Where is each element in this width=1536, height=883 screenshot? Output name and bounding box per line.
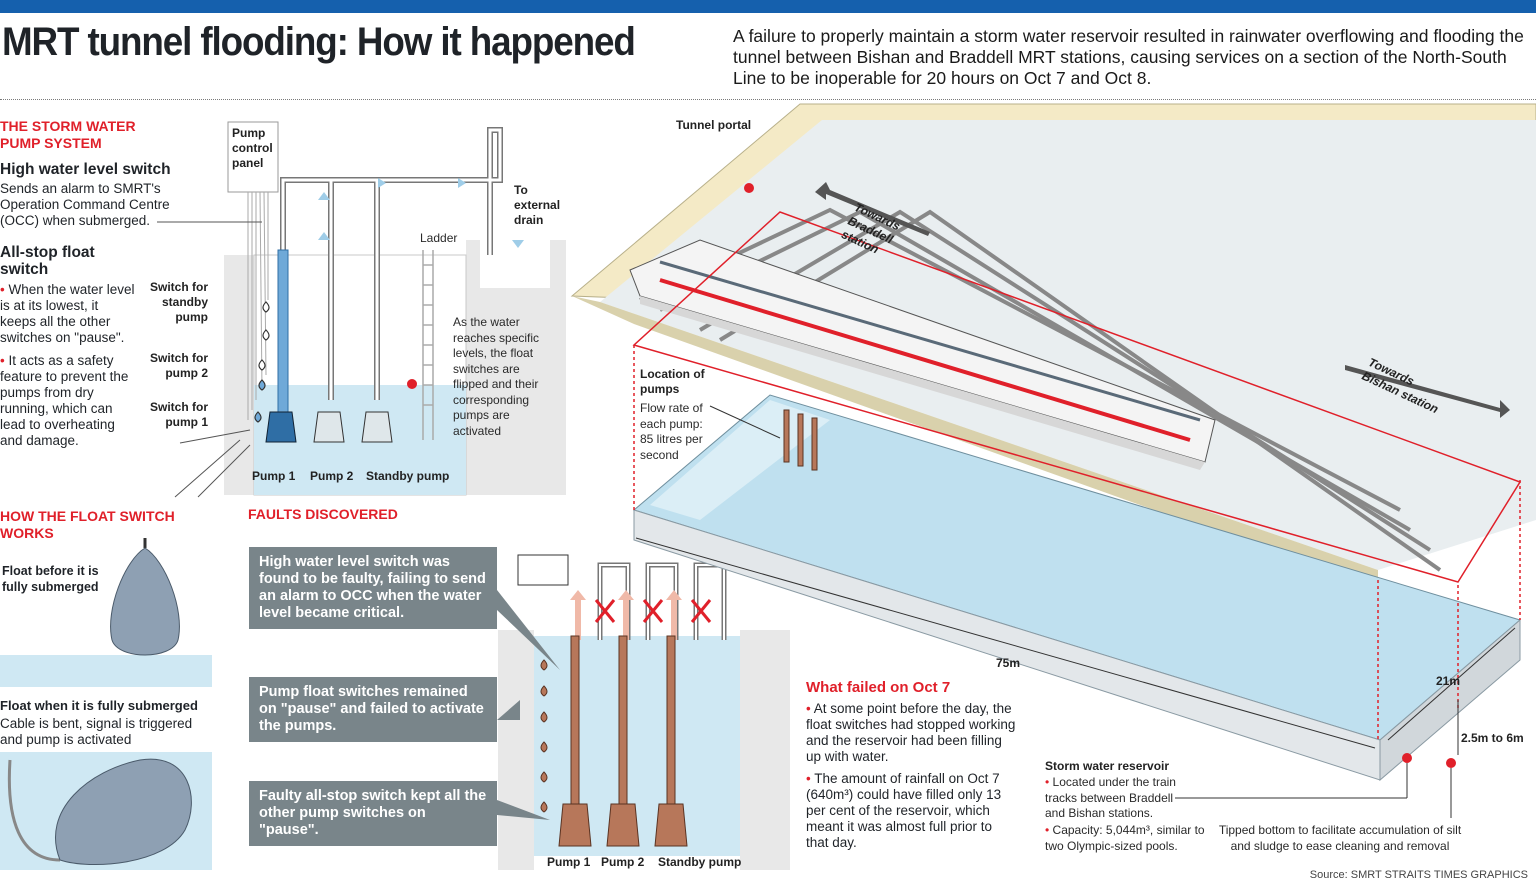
ground-left [224,255,254,495]
mrt-train [629,239,1216,470]
fault-pumps [558,635,688,847]
pump1-label: Pump 1 [252,469,296,483]
float-before-icon [110,547,180,656]
float-switch-heading: How the float switch works [0,508,175,541]
blocked-flow-arrows [570,590,682,640]
switch-standby-label: Switch for standby pump [149,280,208,324]
float-water-before [0,655,212,687]
reservoir-bullet-2: • Capacity: 5,044m³, similar to two Olym… [1045,823,1205,853]
high-switch-text: Sends an alarm to SMRT's Operation Comma… [0,181,170,228]
pump-system-heading: The storm water pump system [0,118,136,151]
high-switch-title: High water level switch [0,161,171,178]
allstop-bullet-2: • It acts as a safety feature to prevent… [0,353,129,448]
pump1-pipe [277,249,289,421]
tunnel-portal-label: Tunnel portal [676,118,752,132]
top-brand-bar [0,0,1536,13]
switch-pump2-label: Switch for pump 2 [149,351,208,380]
external-drain-label: To external drain [514,183,561,227]
fault-item-2: Pump float switches remained on "pause" … [249,677,497,742]
dimension-length-label: 75m [996,656,1021,670]
fault-pump1-label: Pump 1 [547,855,591,869]
reservoir-outline-dashed [633,345,1521,740]
allstop-bullet-1: • When the water level is at its lowest,… [0,282,135,345]
faults-heading: Faults discovered [248,506,398,522]
pump-control-panel [227,121,279,193]
reservoir-title: Storm water reservoir [1045,759,1170,773]
flow-arrows [318,178,524,248]
fault-float-switches [540,659,548,813]
source-credit: Source: SMRT STRAITS TIMES GRAPHICS [1309,869,1528,881]
reservoir-side-wall [1379,618,1521,782]
ladder [422,250,434,440]
water-note-marker [407,379,417,389]
tipped-bottom-marker [1446,758,1456,768]
what-failed-heading: What failed on Oct 7 [806,679,951,696]
reservoir-pumps [783,409,818,471]
intro-text: A failure to properly maintain a storm w… [733,26,1524,88]
fault-pump2-label: Pump 2 [601,855,645,869]
fault-standby-label: Standby pump [658,855,742,869]
direction-arrows [815,182,1510,418]
float-submerged-text: Cable is bent, signal is triggered and p… [0,716,193,747]
fault-item-1: High water level switch was found to be … [249,547,497,629]
float-submerged-title: Float when it is fully submerged [0,698,198,713]
reservoir-bullet-1: • Located under the train tracks between… [1045,775,1176,820]
tipped-bottom-text: Tipped bottom to facilitate accumulation… [1218,823,1462,853]
dimension-depth-label: 2.5m to 6m [1461,731,1524,745]
location-pumps-text: Flow rate of each pump: 85 litres per se… [640,401,703,462]
fault-item-3: Faulty all-stop switch kept all the othe… [249,781,497,846]
allstop-title: All-stop float switch [0,244,95,278]
pump2-label: Pump 2 [310,469,354,483]
width-dimension-line [1387,627,1516,741]
float-before-label: Float before it is fully submerged [2,564,99,594]
dimension-width-label: 21m [1436,674,1461,688]
storm-water-reservoir-marker [1402,753,1412,763]
standby-label: Standby pump [366,469,450,483]
float-switches [254,301,270,423]
reservoir-footprint-outline [632,211,1522,583]
header-divider [0,99,1536,100]
water-note-label: As the water reaches specific levels, th… [453,315,540,438]
fault-callout-pointers [497,590,560,820]
switch-pump1-label: Switch for pump 1 [149,400,208,429]
pumps-top [265,411,393,443]
page-title: MRT tunnel flooding: How it happened [2,20,636,64]
what-failed-bullet-1: • At some point before the day, the floa… [806,701,1016,764]
length-dimension-line [635,537,1376,749]
float-submerged-icon [54,758,192,866]
pump-control-panel-label: Pump control panel [232,126,273,170]
tunnel-portal-marker [744,183,754,193]
location-pumps-title: Location of pumps [640,367,705,396]
ladder-label: Ladder [420,231,458,245]
what-failed-bullet-2: • The amount of rainfall on Oct 7 (640m³… [806,771,1002,850]
fault-x-marks [594,599,712,623]
